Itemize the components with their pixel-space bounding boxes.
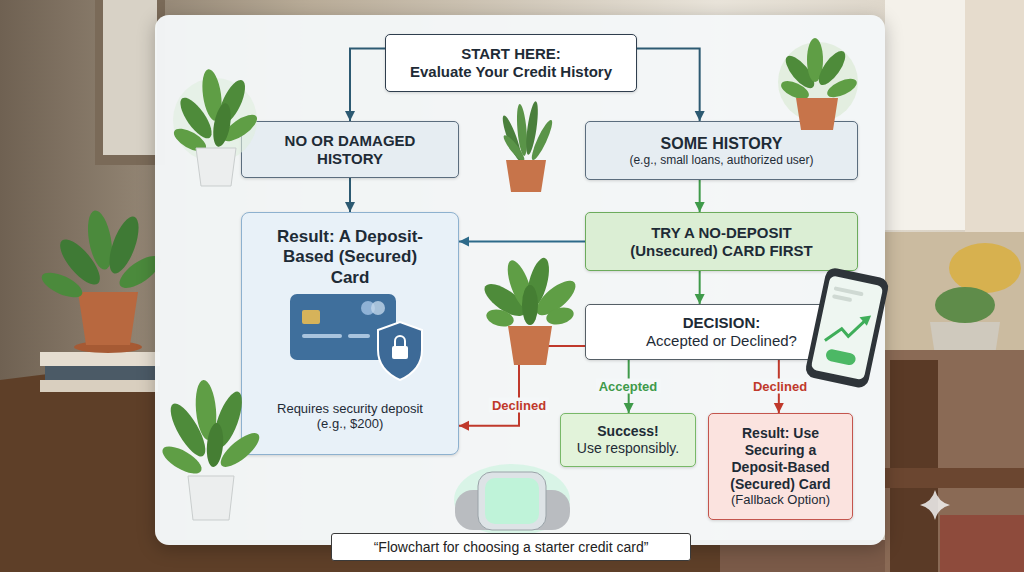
leaf [531, 275, 581, 321]
screen-line [832, 294, 852, 302]
arrowhead [345, 202, 355, 212]
leaf [522, 285, 538, 325]
pot [508, 326, 552, 365]
node-heading: NO OR DAMAGED HISTORY [272, 132, 428, 168]
fallback-box: Result: Use Securing a Deposit-Based (Se… [708, 413, 853, 520]
node-body: Use responsibly. [577, 440, 679, 457]
arrowhead [695, 294, 705, 304]
leaf [158, 441, 205, 479]
rug [940, 515, 1024, 572]
chair [890, 360, 938, 572]
watch-face [478, 472, 546, 530]
arrowhead [695, 202, 705, 212]
leaf [778, 77, 811, 102]
leaf [38, 268, 85, 303]
node-body: Accepted or Declined? [646, 332, 797, 350]
node-body: Evaluate Your Credit History [410, 63, 612, 81]
plant-leaves [935, 287, 995, 323]
pot [78, 292, 138, 345]
connector-arrow [345, 178, 355, 212]
leaf [484, 307, 515, 330]
leaf [523, 256, 554, 311]
edge-label: Declined [489, 398, 549, 413]
process-box: SOME HISTORY(e.g., small loans, authoriz… [585, 121, 858, 180]
book [40, 380, 158, 392]
connector-arrow [459, 237, 585, 247]
leaf [500, 114, 525, 162]
node-heading: START HERE: [461, 45, 561, 63]
connector-arrow [345, 49, 385, 122]
leaf [825, 75, 860, 101]
sparkle-mark [920, 490, 950, 520]
process-box: NO OR DAMAGED HISTORY [241, 121, 459, 178]
connector-arrow [695, 271, 705, 304]
leaf [210, 102, 233, 148]
result-box: Result: A Deposit-Based (Secured) CardRe… [241, 212, 459, 455]
chair-seat [885, 468, 1024, 488]
node-heading: Result: Use Securing a Deposit-Based (Se… [717, 425, 844, 492]
node-heading: DECISION: [683, 314, 761, 332]
edge-label: Declined [750, 379, 810, 394]
leaf [480, 278, 531, 322]
arrowhead [345, 111, 355, 121]
connector-line [637, 49, 700, 122]
arrowhead [774, 403, 784, 413]
success-box: Success!Use responsibly. [560, 413, 696, 467]
process-box: TRY A NO-DEPOSIT (Unsecured) CARD FIRST [585, 212, 858, 271]
leaf [814, 47, 850, 89]
node-body: (Fallback Option) [731, 492, 830, 508]
pot [196, 148, 236, 186]
trend-arrowhead [858, 313, 871, 326]
arrowhead [459, 237, 469, 247]
pillow [949, 243, 1021, 293]
leaf [170, 124, 209, 156]
arrowhead [624, 403, 634, 413]
leaf [175, 93, 217, 143]
book [45, 366, 160, 380]
node-heading: TRY A NO-DEPOSIT (Unsecured) CARD FIRST [622, 224, 821, 260]
leaf [214, 76, 251, 127]
connector-line [459, 241, 585, 243]
arrowhead [695, 111, 705, 121]
connector-arrow [695, 180, 705, 212]
screen-line [834, 286, 864, 296]
node-body: Requires security deposit (e.g., $200) [266, 401, 434, 432]
book [40, 352, 160, 366]
leaf [501, 133, 527, 163]
watch-screen [485, 478, 539, 524]
node-heading: SOME HISTORY [661, 134, 783, 153]
leaf [807, 38, 823, 82]
leaf [524, 101, 540, 156]
node-heading: Result: A Deposit-Based (Secured) Card [266, 227, 434, 288]
node-heading: Success! [597, 423, 658, 440]
pot [188, 476, 234, 520]
plant-glow [778, 42, 858, 122]
leaf [193, 379, 218, 441]
decision-box: DECISION:Accepted or Declined? [585, 304, 858, 360]
start-box: START HERE:Evaluate Your Credit History [385, 34, 637, 92]
floor [885, 350, 1024, 572]
connector-line [350, 49, 385, 122]
leaf [164, 399, 211, 461]
leaf [503, 257, 538, 312]
leaf [205, 422, 225, 467]
leaf [515, 104, 528, 157]
leaf [781, 52, 819, 93]
arrowhead [459, 421, 469, 431]
leaf [199, 68, 224, 122]
connector-arrow [637, 49, 705, 122]
leaf [529, 118, 556, 162]
edge-label: Accepted [596, 379, 661, 394]
caption: “Flowchart for choosing a starter credit… [331, 533, 691, 561]
pot [506, 160, 546, 192]
watch-glow [454, 464, 570, 536]
watch-band [455, 490, 570, 530]
picture [103, 0, 157, 155]
leaf [544, 305, 575, 328]
node-body: (e.g., small loans, authorized user) [629, 153, 813, 167]
